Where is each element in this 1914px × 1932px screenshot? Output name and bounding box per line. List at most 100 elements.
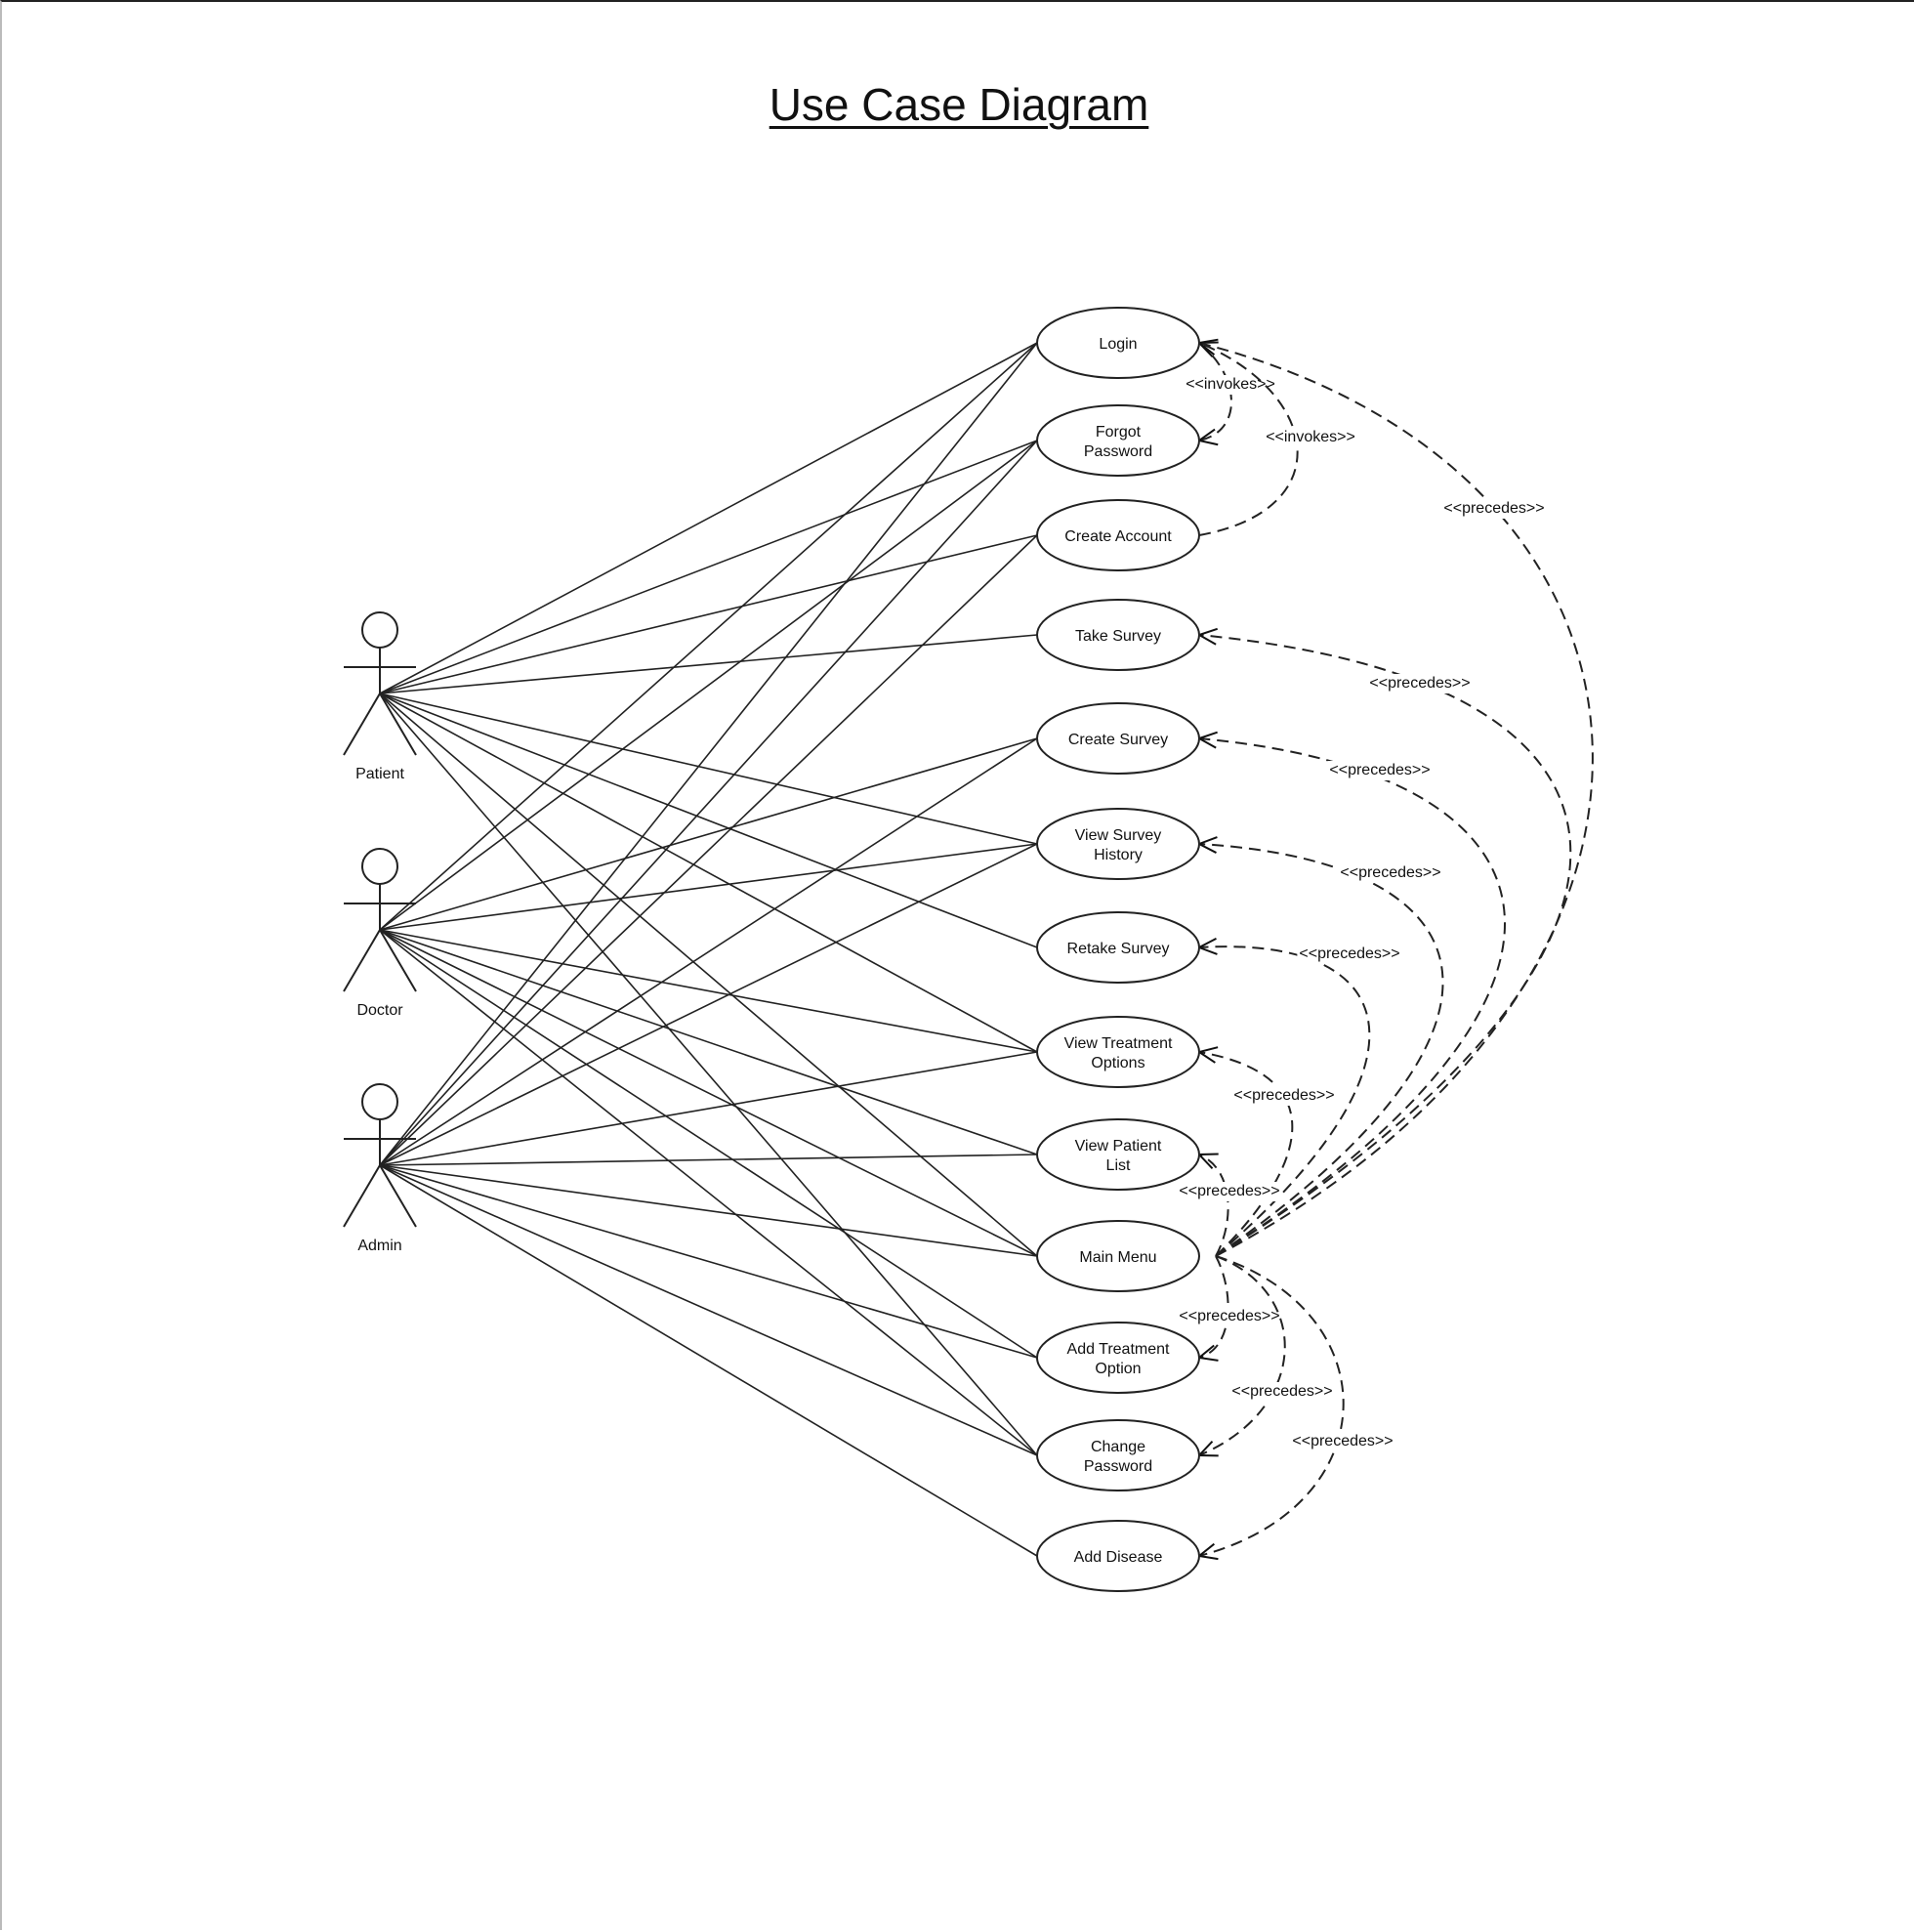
- stereotype-label: <<precedes>>: [1292, 1433, 1393, 1449]
- use-case-label: Main Menu: [1079, 1249, 1156, 1266]
- stereotype-label: <<precedes>>: [1231, 1383, 1332, 1400]
- use-case-ellipse: [1036, 1520, 1200, 1592]
- stereotype-label-bg: [1177, 1182, 1282, 1201]
- use-case-add-disease[interactable]: Add Disease: [1036, 1520, 1200, 1592]
- diagram-title: Use Case Diagram: [769, 79, 1149, 130]
- dependency-main-menu-to-view-patient-list: [1199, 1155, 1229, 1257]
- association-patient-change-password: [379, 693, 1038, 1456]
- dependency-create-account-to-login: [1199, 343, 1299, 536]
- association-doctor-view-treatment-options: [379, 929, 1038, 1053]
- actor-left-leg: [343, 693, 381, 756]
- stereotype-label-bg: [1338, 863, 1443, 883]
- association-doctor-forgot-password: [379, 440, 1038, 931]
- actor-head: [361, 611, 398, 649]
- association-admin-create-survey: [379, 737, 1038, 1166]
- stereotype-label-bg: [1184, 375, 1277, 395]
- actor-right-leg: [379, 1164, 417, 1228]
- use-case-main-menu[interactable]: Main Menu: [1036, 1220, 1200, 1292]
- actor-doctor[interactable]: Doctor: [343, 848, 417, 1019]
- use-case-label: View Patient: [1075, 1138, 1162, 1155]
- association-patient-take-survey: [379, 634, 1038, 694]
- use-case-create-survey[interactable]: Create Survey: [1036, 702, 1200, 775]
- association-patient-forgot-password: [379, 440, 1038, 694]
- use-case-ellipse: [1036, 1016, 1200, 1088]
- stereotype-label-bg: [1367, 674, 1473, 693]
- stereotype-label-bg: [1290, 1432, 1395, 1451]
- use-case-label: Login: [1099, 336, 1137, 353]
- use-case-take-survey[interactable]: Take Survey: [1036, 599, 1200, 671]
- use-case-ellipse: [1036, 1220, 1200, 1292]
- stereotype-label: <<precedes>>: [1369, 675, 1470, 692]
- stereotype-label: <<precedes>>: [1340, 864, 1440, 881]
- stereotype-label: <<precedes>>: [1179, 1308, 1279, 1324]
- dependency-main-menu-to-login: [1199, 343, 1594, 1257]
- use-case-label: View Treatment: [1064, 1035, 1173, 1052]
- actor-patient[interactable]: Patient: [343, 611, 417, 782]
- use-case-ellipse: [1036, 808, 1200, 880]
- association-doctor-change-password: [379, 929, 1038, 1456]
- use-case-label: Forgot: [1096, 424, 1142, 441]
- association-admin-view-treatment-options: [379, 1051, 1038, 1166]
- association-doctor-login: [379, 342, 1038, 931]
- actor-head: [361, 848, 398, 885]
- actor-right-leg: [379, 929, 417, 992]
- association-patient-main-menu: [379, 693, 1038, 1257]
- use-case-label: Create Account: [1064, 528, 1172, 545]
- dependency-main-menu-to-view-survey-history: [1199, 844, 1444, 1257]
- dependency-main-menu-to-view-treatment-options: [1199, 1052, 1294, 1257]
- dependency-main-menu-to-retake-survey: [1199, 946, 1371, 1257]
- dependency-main-menu-to-create-survey: [1199, 738, 1506, 1257]
- use-case-retake-survey[interactable]: Retake Survey: [1036, 911, 1200, 984]
- stereotype-label: <<precedes>>: [1329, 762, 1430, 778]
- actor-left-leg: [343, 1164, 381, 1228]
- stereotype-label: <<invokes>>: [1266, 429, 1355, 445]
- stereotype-label-bg: [1177, 1307, 1282, 1326]
- association-doctor-main-menu: [379, 929, 1038, 1257]
- actor-admin[interactable]: Admin: [343, 1083, 417, 1254]
- dependency-main-menu-to-change-password: [1199, 1255, 1286, 1455]
- association-admin-view-survey-history: [379, 843, 1038, 1166]
- association-doctor-create-survey: [379, 737, 1038, 931]
- use-case-label: Add Disease: [1074, 1549, 1163, 1566]
- use-case-ellipse: [1036, 307, 1200, 379]
- actor-label: Admin: [357, 1238, 401, 1254]
- use-case-ellipse: [1036, 702, 1200, 775]
- use-case-label: Add Treatment: [1067, 1341, 1171, 1358]
- association-doctor-view-survey-history: [379, 843, 1038, 931]
- use-case-ellipse: [1036, 1322, 1200, 1394]
- stereotype-label: <<precedes>>: [1299, 945, 1399, 962]
- association-doctor-view-patient-list: [379, 929, 1038, 1155]
- use-case-label: List: [1106, 1157, 1131, 1174]
- association-admin-add-treatment-option: [379, 1164, 1038, 1359]
- use-case-label: Take Survey: [1075, 628, 1161, 645]
- use-case-label: Retake Survey: [1067, 941, 1170, 957]
- stereotype-label-bg: [1264, 428, 1357, 447]
- stereotype-label-bg: [1327, 761, 1433, 780]
- use-case-create-account[interactable]: Create Account: [1036, 499, 1200, 571]
- stereotype-label-bg: [1231, 1086, 1337, 1106]
- use-case-label: View Survey: [1075, 827, 1162, 844]
- association-admin-login: [379, 342, 1038, 1166]
- actor-left-leg: [343, 929, 381, 992]
- association-admin-view-patient-list: [379, 1154, 1038, 1166]
- association-patient-view-treatment-options: [379, 693, 1038, 1053]
- use-case-ellipse: [1036, 911, 1200, 984]
- use-case-login[interactable]: Login: [1036, 307, 1200, 379]
- actor-label: Doctor: [356, 1002, 403, 1019]
- stereotype-label: <<precedes>>: [1233, 1087, 1334, 1104]
- association-patient-login: [379, 342, 1038, 694]
- stereotype-label: <<precedes>>: [1443, 500, 1544, 517]
- use-case-ellipse: [1036, 599, 1200, 671]
- association-patient-create-account: [379, 534, 1038, 694]
- stereotype-label-bg: [1229, 1382, 1335, 1402]
